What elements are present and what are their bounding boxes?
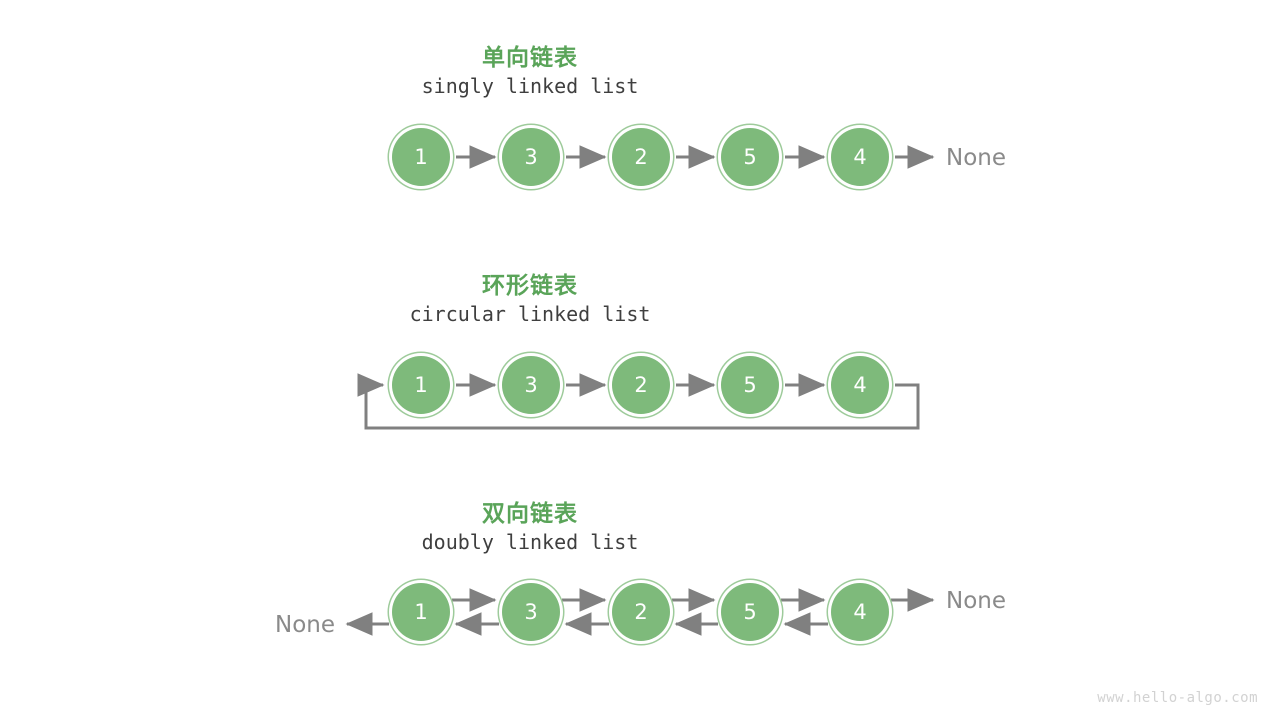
none-label-head-doubly: None (275, 612, 335, 638)
list-node: 2 (612, 128, 670, 186)
section-title-en-circular: circular linked list (0, 302, 1060, 326)
list-node: 4 (831, 356, 889, 414)
list-node: 3 (502, 128, 560, 186)
list-node: 2 (612, 356, 670, 414)
section-title-cn-singly: 单向链表 (0, 38, 1060, 72)
none-label-tail-doubly: None (946, 588, 1006, 614)
section-title-en-singly: singly linked list (0, 74, 1060, 98)
list-node: 1 (392, 583, 450, 641)
list-node: 4 (831, 128, 889, 186)
list-node: 3 (502, 583, 560, 641)
list-node: 3 (502, 356, 560, 414)
list-node: 2 (612, 583, 670, 641)
list-node: 5 (721, 128, 779, 186)
list-node: 1 (392, 356, 450, 414)
section-title-cn-circular: 环形链表 (0, 266, 1060, 300)
section-title-en-doubly: doubly linked list (0, 530, 1060, 554)
watermark: www.hello-algo.com (1097, 690, 1258, 706)
section-title-cn-doubly: 双向链表 (0, 494, 1060, 528)
list-node: 1 (392, 128, 450, 186)
list-node: 5 (721, 583, 779, 641)
none-label-tail-singly: None (946, 145, 1006, 171)
list-node: 5 (721, 356, 779, 414)
list-node: 4 (831, 583, 889, 641)
